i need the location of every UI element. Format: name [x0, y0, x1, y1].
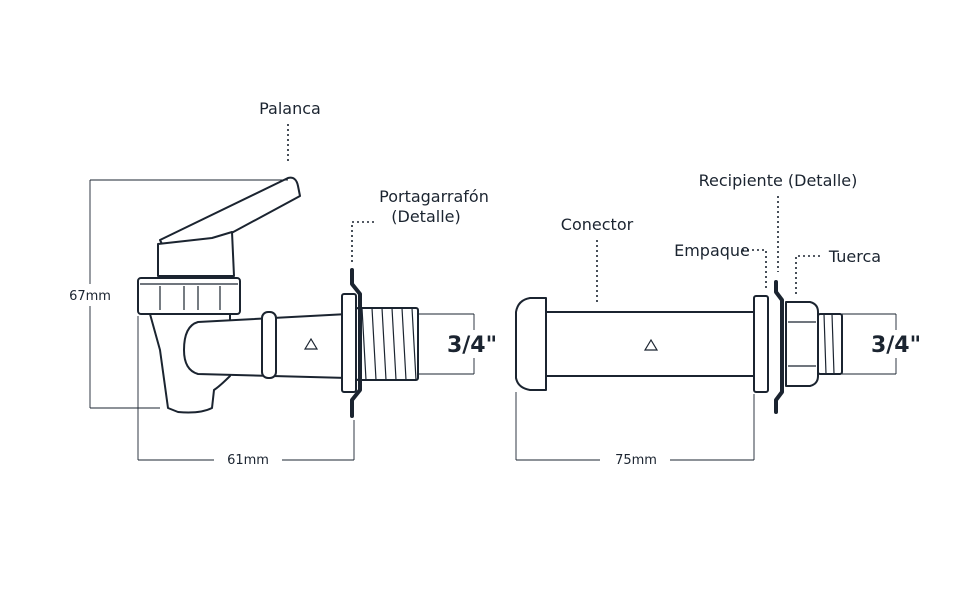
length-dimension-left — [137, 316, 355, 461]
nut-lines — [788, 321, 816, 367]
thread-label-bg-right — [868, 330, 924, 358]
gasket-label: Empaque — [674, 241, 750, 260]
connector-thread — [817, 313, 843, 375]
nut-leader — [795, 255, 820, 294]
lever-label: Palanca — [259, 99, 321, 118]
logo-icon-right — [643, 338, 659, 351]
thread-label-bg-left — [446, 330, 502, 358]
height-dimension-label: 67mm — [69, 289, 111, 304]
connector-cone — [515, 297, 547, 391]
faucet-drawing — [137, 176, 419, 418]
nut — [785, 301, 819, 387]
pipe-ring — [261, 311, 277, 379]
bottle-holder-label: Portagarrafón — [379, 187, 489, 206]
length-dimension-right — [515, 392, 755, 461]
gasket — [753, 295, 769, 393]
faucet-flange — [341, 293, 357, 393]
bottle-holder-detail-label: (Detalle) — [391, 207, 460, 226]
nut-label: Tuerca — [828, 247, 881, 266]
container-wall — [774, 280, 784, 414]
thread-dimension-left-label: 3/4" — [447, 333, 497, 358]
length-dimension-left-label: 61mm — [227, 453, 269, 468]
length-dimension-right-label: 75mm — [615, 453, 657, 468]
height-dimension — [89, 179, 288, 409]
faucet-thread — [355, 307, 419, 381]
lever — [159, 176, 301, 257]
container-label: Recipiente (Detalle) — [699, 171, 858, 190]
lever-pivot — [157, 231, 235, 277]
connector-drawing — [515, 280, 843, 414]
bottle-holder-wall — [350, 268, 362, 418]
collar-ribs — [140, 283, 238, 310]
connector-label: Conector — [561, 215, 634, 234]
connector-tube — [545, 311, 755, 377]
logo-icon — [303, 337, 319, 350]
thread-dimension-right-label: 3/4" — [871, 333, 921, 358]
bottle-holder-leader — [351, 221, 374, 262]
